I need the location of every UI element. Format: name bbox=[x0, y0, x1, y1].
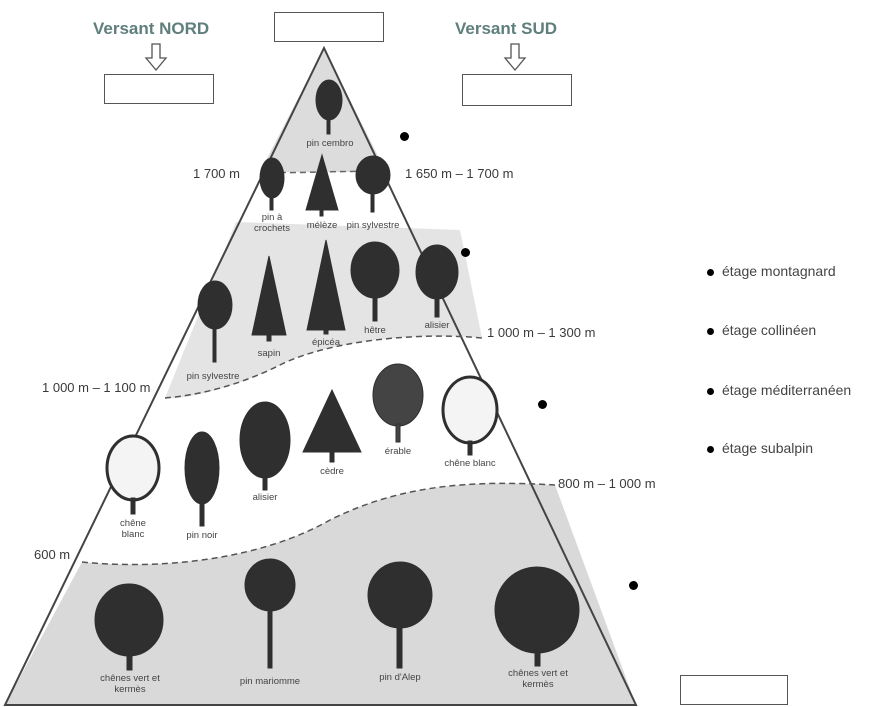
tree-summit-icon bbox=[315, 79, 343, 135]
tree-cedre-icon bbox=[302, 388, 362, 463]
tree-label-pin-sylvestre-top: pin sylvestre bbox=[346, 220, 400, 231]
altitude-600: 600 m bbox=[34, 547, 71, 562]
tree-sapin-icon bbox=[251, 255, 287, 342]
tree-label-epicea: épicéa bbox=[312, 337, 340, 348]
mediterranean-band bbox=[5, 483, 636, 705]
tree-chenes-right-icon bbox=[494, 566, 580, 667]
tree-icons bbox=[94, 79, 580, 671]
bullet-icon bbox=[707, 387, 714, 395]
answer-box-north[interactable] bbox=[104, 74, 214, 104]
tree-label-chenes-right: chênes vert et kermès bbox=[508, 668, 568, 690]
answer-box-summit[interactable] bbox=[274, 12, 384, 42]
tree-label-erable: érable bbox=[384, 446, 412, 457]
tree-chene-blanc-left-icon bbox=[105, 434, 161, 502]
altitude-1650-1700: 1 650 m – 1 700 m bbox=[405, 166, 514, 181]
tree-label-pin-alep: pin d'Alep bbox=[379, 672, 421, 683]
arrow-south-icon bbox=[503, 43, 527, 72]
tree-label-pin-sylvestre: pin sylvestre bbox=[186, 371, 240, 382]
tree-pin-crochets-icon bbox=[259, 157, 285, 211]
tree-pin-alep-icon bbox=[367, 561, 433, 669]
tree-erable-icon bbox=[372, 363, 424, 443]
zone-dot-montane bbox=[461, 248, 470, 257]
tree-pin-noir-icon bbox=[184, 431, 220, 527]
tree-alisier-top-icon bbox=[415, 244, 459, 318]
mountain-outline bbox=[3, 45, 638, 706]
tree-label-summit: pin cembro bbox=[306, 138, 354, 149]
tree-label-hetre: hêtre bbox=[364, 325, 386, 336]
arrow-north-icon bbox=[144, 43, 168, 72]
tree-label-pin-crochets: pin à crochets bbox=[254, 212, 290, 234]
bullet-icon bbox=[707, 268, 714, 276]
tree-chene-blanc-right-icon bbox=[441, 375, 499, 445]
bullet-icon bbox=[707, 327, 714, 335]
tree-pin-sylvestre-icon bbox=[197, 280, 233, 363]
boundary-800-1000 bbox=[81, 482, 556, 566]
tree-label-pin-mariomme: pin mariomme bbox=[239, 676, 301, 687]
zone-dot-mediterranean bbox=[629, 581, 638, 590]
altitude-1000-1300: 1 000 m – 1 300 m bbox=[487, 325, 596, 340]
tree-label-pin-noir: pin noir bbox=[186, 530, 218, 541]
altitude-1700: 1 700 m bbox=[193, 166, 240, 181]
zone-dot-collinean bbox=[538, 400, 547, 409]
tree-label-chene-blanc-left: chêne blanc bbox=[120, 518, 146, 540]
tree-label-chene-blanc-right: chêne blanc bbox=[444, 458, 496, 469]
tree-label-alisier: alisier bbox=[252, 492, 278, 503]
tree-epicea-icon bbox=[306, 239, 346, 335]
legend-item-montagnard: étage montagnard bbox=[707, 263, 836, 279]
zone-dot-subalpine bbox=[400, 132, 409, 141]
tree-pin-mariomme-icon bbox=[244, 558, 296, 669]
legend-item-collineen: étage collinéen bbox=[707, 322, 816, 338]
answer-box-bottom[interactable] bbox=[680, 675, 788, 705]
bullet-icon bbox=[707, 445, 714, 453]
altitude-1000-1100: 1 000 m – 1 100 m bbox=[42, 380, 151, 395]
altitude-800-1000: 800 m – 1 000 m bbox=[558, 476, 656, 491]
tree-pin-sylvestre-top-icon bbox=[355, 155, 391, 213]
tree-alisier-icon bbox=[239, 401, 291, 491]
tree-label-cedre: cèdre bbox=[320, 466, 344, 477]
legend-item-mediterraneen: étage méditerranéen bbox=[707, 382, 851, 398]
tree-label-chenes-left: chênes vert et kermès bbox=[100, 673, 160, 695]
tree-label-alisier-top: alisier bbox=[424, 320, 450, 331]
tree-label-meleze: mélèze bbox=[306, 220, 338, 231]
header-south: Versant SUD bbox=[455, 19, 558, 38]
tree-hetre-icon bbox=[350, 241, 400, 322]
header-north: Versant NORD bbox=[93, 19, 210, 38]
tree-chenes-left-icon bbox=[94, 583, 164, 671]
answer-box-south[interactable] bbox=[462, 74, 572, 106]
tree-label-sapin: sapin bbox=[257, 348, 281, 359]
legend-item-subalpin: étage subalpin bbox=[707, 440, 813, 456]
tree-meleze-icon bbox=[305, 153, 339, 217]
